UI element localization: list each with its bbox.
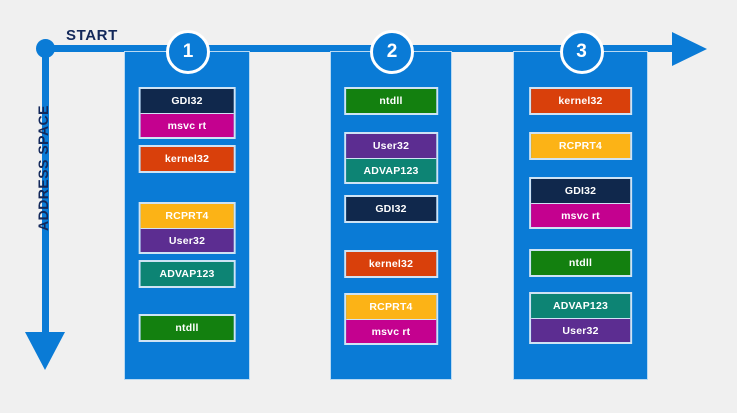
dll-block[interactable]: RCPRT4 <box>140 204 234 228</box>
dll-block[interactable]: ADVAP123 <box>140 262 234 286</box>
dll-block[interactable]: RCPRT4 <box>346 295 436 319</box>
dll-block[interactable]: ADVAP123 <box>346 158 436 182</box>
dll-group: ADVAP123 <box>138 260 236 288</box>
dll-block[interactable]: GDI32 <box>140 89 234 113</box>
dll-block[interactable]: kernel32 <box>140 147 234 171</box>
dll-group: RCPRT4 <box>528 132 633 160</box>
dll-group: ntdll <box>138 314 236 342</box>
address-space-axis-line <box>42 46 49 338</box>
dll-block[interactable]: msvc rt <box>346 319 436 343</box>
stage-badge-3[interactable]: 3 <box>559 30 604 74</box>
timeline-axis-line <box>46 45 680 52</box>
dll-block[interactable]: ntdll <box>346 89 436 113</box>
dll-block[interactable]: GDI32 <box>346 197 436 221</box>
dll-block[interactable]: GDI32 <box>530 179 631 203</box>
dll-block[interactable]: msvc rt <box>530 203 631 227</box>
right-arrow-icon <box>672 32 707 66</box>
dll-group: kernel32 <box>138 145 236 173</box>
dll-group: ntdll <box>528 249 633 277</box>
dll-block[interactable]: kernel32 <box>346 252 436 276</box>
dll-block[interactable]: kernel32 <box>530 89 631 113</box>
dll-group: GDI32 <box>344 195 438 223</box>
down-arrow-icon <box>25 332 65 370</box>
dll-block[interactable]: ntdll <box>140 316 234 340</box>
dll-block[interactable]: msvc rt <box>140 113 234 137</box>
address-space-label: ADDRESS SPACE <box>35 104 51 232</box>
stage-badge-1[interactable]: 1 <box>166 30 210 74</box>
dll-block[interactable]: RCPRT4 <box>530 134 631 158</box>
dll-group: ntdll <box>344 87 438 115</box>
start-label: START <box>66 27 118 44</box>
dll-block[interactable]: User32 <box>346 134 436 158</box>
dll-block[interactable]: User32 <box>530 318 631 342</box>
dll-group: kernel32 <box>528 87 633 115</box>
stage-badge-2[interactable]: 2 <box>370 30 414 74</box>
dll-block[interactable]: ADVAP123 <box>530 294 631 318</box>
dll-group: kernel32 <box>344 250 438 278</box>
dll-block[interactable]: User32 <box>140 228 234 252</box>
dll-block[interactable]: ntdll <box>530 251 631 275</box>
